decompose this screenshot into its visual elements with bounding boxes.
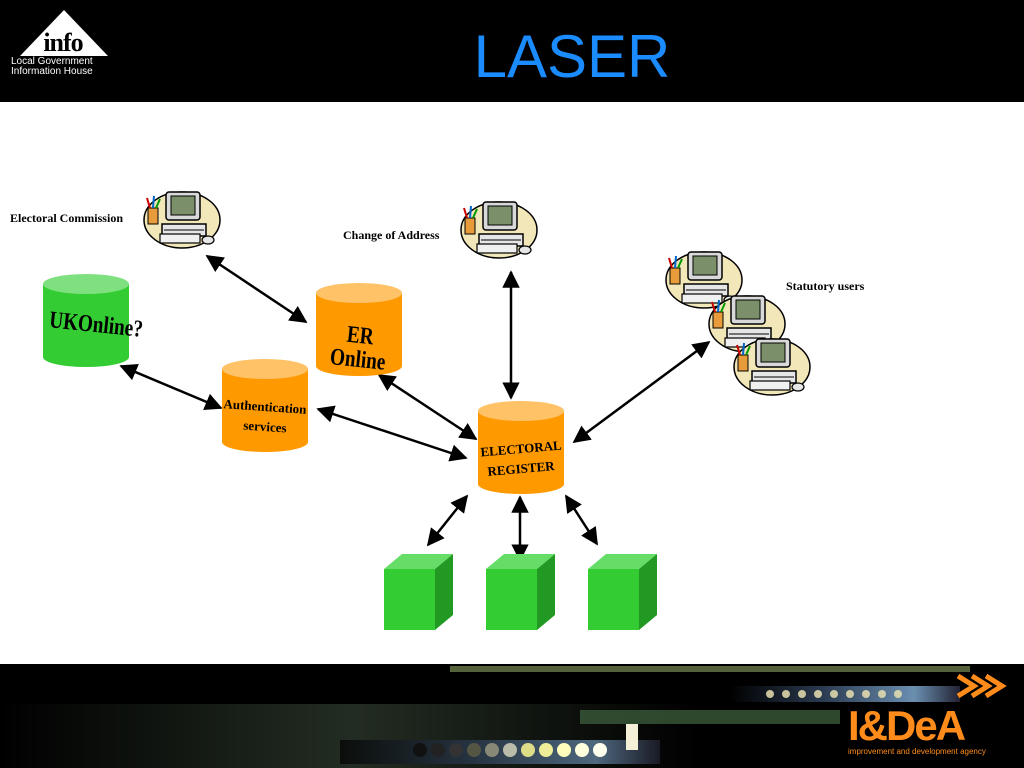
logo-triangle — [20, 10, 108, 56]
logo-line-1: Local Government — [11, 56, 93, 67]
info-logo: info Local Government Information House — [8, 8, 108, 78]
arrow-register-box3 — [564, 494, 599, 546]
idea-tagline: improvement and development agency — [848, 747, 986, 756]
arrow-auth-register — [316, 405, 468, 462]
arrow-eronline-register — [377, 373, 478, 441]
computer-icon — [143, 191, 221, 249]
connector-arrows — [119, 254, 711, 562]
green-box-1 — [384, 554, 453, 630]
authentication-database — [222, 359, 308, 452]
footer-decoration — [0, 664, 1024, 768]
idea-brand: I&DeA — [848, 702, 966, 749]
label-statutory-users: Statutory users — [786, 279, 865, 293]
logo-line-2: Information House — [11, 66, 93, 77]
computer-icon — [733, 338, 811, 396]
logo-word: info — [43, 28, 83, 57]
slide-title: LASER — [473, 23, 671, 90]
green-box-2 — [486, 554, 555, 630]
er-online-database — [316, 283, 402, 376]
diagram-canvas — [43, 191, 811, 630]
label-change-of-address: Change of Address — [343, 228, 440, 242]
label-electoral-commission: Electoral Commission — [10, 211, 123, 225]
arrow-register-box1 — [426, 494, 469, 547]
computer-icon — [460, 201, 538, 259]
green-box-3 — [588, 554, 657, 630]
header: info Local Government Information House … — [0, 0, 1024, 102]
ukonline-database — [43, 274, 129, 367]
arrow-ukonline-auth — [119, 364, 223, 410]
footer: I&DeA improvement and development agency — [0, 664, 1024, 768]
electoral-register-database — [478, 401, 564, 494]
diagram: Electoral Commission Change of Address S… — [0, 102, 1024, 664]
idea-logo: I&DeA improvement and development agency — [848, 704, 1008, 764]
arrow-statutory-register — [572, 340, 711, 444]
er-online-label: ER Online — [328, 321, 387, 376]
arrow-commission-eronline — [205, 254, 308, 324]
